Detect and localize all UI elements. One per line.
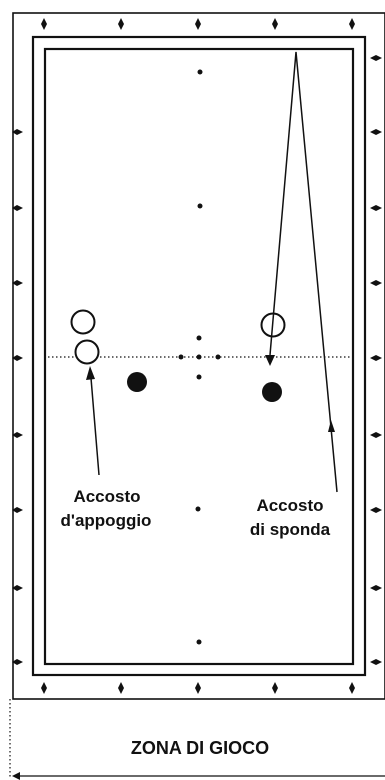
table-cushion-inner xyxy=(43,47,355,666)
zona-di-gioco-label: ZONA DI GIOCO xyxy=(131,738,269,758)
arrow-down-to-black-ball xyxy=(265,355,275,366)
table-cushion-outer xyxy=(31,35,367,677)
table-spots xyxy=(178,69,221,645)
diamond xyxy=(370,355,382,361)
diamond xyxy=(370,55,382,61)
spot xyxy=(196,374,202,380)
diamond xyxy=(349,682,355,694)
spot xyxy=(196,335,202,341)
diamond xyxy=(272,18,278,30)
diamonds-right xyxy=(370,55,382,665)
diamond xyxy=(12,432,23,438)
label-accosto-appoggio-line1: Accosto xyxy=(73,487,140,506)
white-ball-bottom-left xyxy=(74,339,100,365)
diamond xyxy=(118,682,124,694)
black-ball-right xyxy=(262,382,282,402)
diamond xyxy=(41,682,47,694)
diamond xyxy=(272,682,278,694)
spot xyxy=(215,354,221,360)
diamond xyxy=(195,682,201,694)
diamond xyxy=(12,659,23,665)
spot xyxy=(195,506,201,512)
spot xyxy=(197,203,203,209)
diamond xyxy=(370,129,382,135)
arrow-up-on-line xyxy=(328,420,335,432)
diamond xyxy=(370,205,382,211)
trajectory-lines xyxy=(269,51,338,493)
arrow-to-white-ball xyxy=(86,366,100,476)
diamond xyxy=(12,585,23,591)
label-accosto-sponda-line2: di sponda xyxy=(250,520,331,539)
diamond xyxy=(370,659,382,665)
spot xyxy=(197,69,203,75)
diamonds-left xyxy=(12,129,23,665)
diamond xyxy=(370,280,382,286)
diamond xyxy=(118,18,124,30)
zona-width-arrowhead xyxy=(12,772,20,780)
diamond xyxy=(349,18,355,30)
diamond xyxy=(12,129,23,135)
spot xyxy=(196,639,202,645)
diamonds-top xyxy=(41,18,355,30)
table-outer-frame xyxy=(12,12,385,700)
diamond xyxy=(370,507,382,513)
diamond xyxy=(12,355,23,361)
diamond xyxy=(12,205,23,211)
diamond xyxy=(370,585,382,591)
diamond xyxy=(370,432,382,438)
diamond xyxy=(12,507,23,513)
diamond xyxy=(12,280,23,286)
label-accosto-sponda-line1: Accosto xyxy=(256,496,323,515)
diamond xyxy=(195,18,201,30)
label-accosto-appoggio-line2: d'appoggio xyxy=(61,511,152,530)
black-ball-left xyxy=(127,372,147,392)
spot xyxy=(196,354,202,360)
white-ball-top-left xyxy=(70,309,96,335)
diamond xyxy=(41,18,47,30)
diamonds-bottom xyxy=(41,682,355,694)
